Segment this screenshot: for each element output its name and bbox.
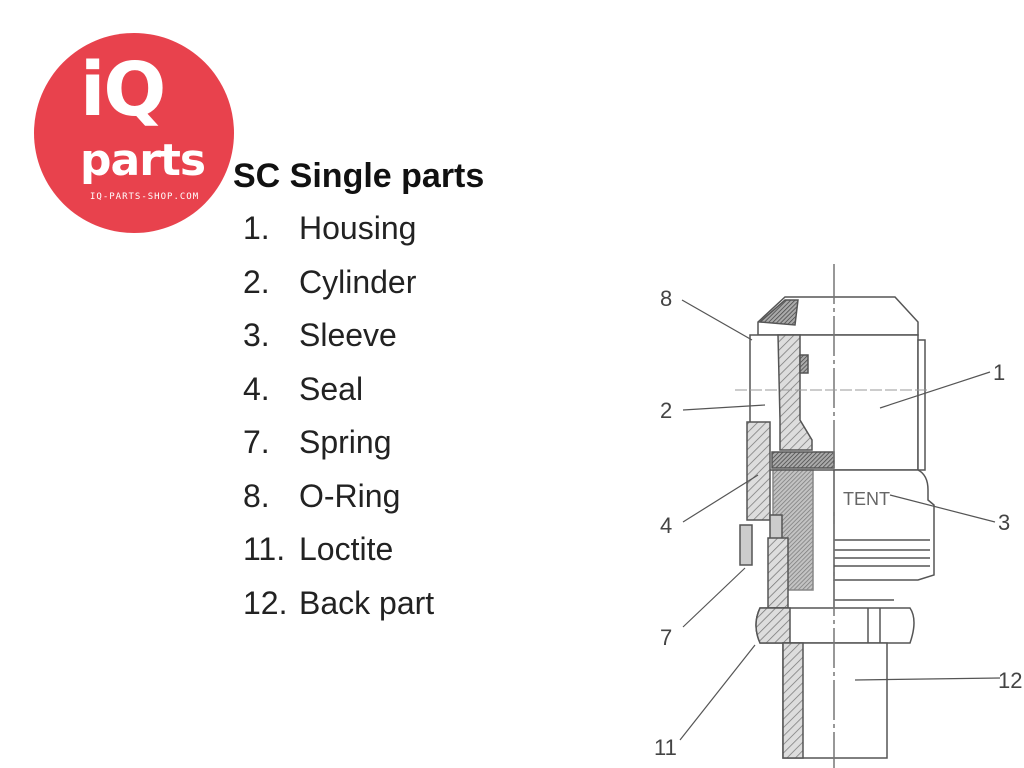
parts-list: 1. Housing 2. Cylinder 3. Sleeve 4. Seal 7. S… (243, 208, 434, 636)
list-item: 8. O-Ring (243, 476, 434, 530)
item-number: 1. (243, 210, 270, 246)
callout-8: 8 (660, 286, 672, 311)
stamp-text: TENT (843, 489, 890, 509)
coupling-cross-section-diagram: TENT 8 2 4 7 11 1 3 12 (654, 264, 1022, 768)
list-item: 11. Loctite (243, 529, 434, 583)
list-item: 2. Cylinder (243, 262, 434, 316)
item-label: Housing (299, 210, 417, 246)
item-number: 2. (243, 263, 270, 300)
item-label: Sleeve (299, 317, 397, 353)
list-item: 12. Back part (243, 583, 434, 637)
callout-1: 1 (993, 360, 1005, 385)
logo-iq-text: iQ (80, 47, 166, 133)
item-label: Cylinder (299, 263, 417, 300)
item-label: Spring (299, 424, 392, 460)
callout-4: 4 (660, 513, 672, 538)
diagram-body (739, 296, 935, 759)
leader-lines (679, 299, 1001, 741)
item-number: 4. (243, 370, 270, 407)
item-label: Loctite (299, 531, 394, 567)
item-number: 7. (243, 424, 270, 460)
item-label: Back part (299, 584, 435, 621)
list-item: 3. Sleeve (243, 315, 434, 369)
callout-2: 2 (660, 398, 672, 423)
logo-parts-text: parts (80, 135, 206, 186)
item-number: 12. (243, 584, 288, 621)
callout-11: 11 (654, 735, 677, 760)
item-number: 8. (243, 477, 270, 514)
list-item: 1. Housing (243, 208, 434, 262)
list-item: 7. Spring (243, 422, 434, 476)
item-number: 11. (243, 531, 286, 567)
list-item: 4. Seal (243, 369, 434, 423)
callout-3: 3 (998, 510, 1010, 535)
logo-url: IQ-PARTS-SHOP.COM (90, 192, 200, 202)
callout-7: 7 (660, 625, 672, 650)
page-title: SC Single parts (233, 157, 485, 195)
item-label: Seal (299, 370, 364, 407)
callout-12: 12 (998, 668, 1022, 693)
item-number: 3. (243, 317, 270, 353)
iq-parts-logo: iQ parts IQ-PARTS-SHOP.COM (34, 33, 234, 233)
item-label: O-Ring (299, 477, 401, 514)
